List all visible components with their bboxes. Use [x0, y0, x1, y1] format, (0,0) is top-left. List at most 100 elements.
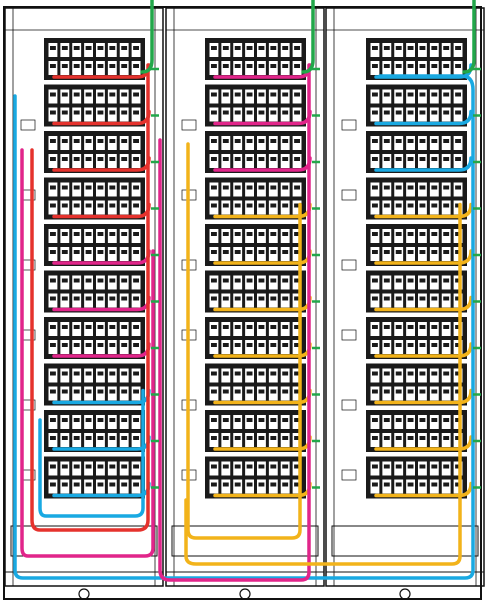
battery-terminal — [395, 343, 402, 347]
battery-terminal — [282, 185, 289, 190]
battery-shelf — [366, 224, 467, 266]
green-feed-wire-icon — [140, 0, 154, 74]
battery-terminal — [222, 371, 229, 376]
battery-terminal — [270, 436, 277, 440]
cabinet-feet — [78, 588, 411, 600]
battery-terminal — [383, 296, 390, 301]
battery-terminal — [395, 296, 402, 301]
battery-terminal — [372, 203, 378, 208]
shelf-cable-cyan — [374, 109, 473, 126]
battery-terminal — [211, 464, 217, 469]
battery-terminal — [222, 185, 229, 190]
battery-terminal — [222, 278, 229, 283]
battery-terminal — [234, 64, 241, 68]
battery-terminal — [211, 278, 217, 283]
battery-terminal — [73, 278, 80, 283]
battery-terminal — [234, 418, 241, 422]
battery-terminal — [97, 203, 104, 208]
battery-terminal — [372, 464, 378, 469]
battery-terminal — [383, 371, 390, 376]
battery-terminal — [419, 296, 426, 301]
battery-terminal — [222, 418, 229, 422]
battery-terminal — [97, 296, 104, 301]
battery-terminal — [443, 46, 450, 50]
battery-terminal — [258, 325, 265, 329]
battery-terminal — [61, 185, 68, 190]
green-feed-wire-icon — [301, 0, 315, 74]
battery-terminal — [270, 185, 277, 190]
battery-terminal — [133, 371, 139, 376]
battery-terminal — [211, 46, 217, 50]
battery-terminal — [282, 110, 289, 115]
battery-terminal — [372, 436, 378, 440]
battery-terminal — [222, 203, 229, 208]
battery-terminal — [109, 296, 116, 301]
circle-foot-icon — [399, 588, 411, 600]
battery-terminal — [50, 64, 56, 68]
cable-routes — [13, 0, 481, 582]
battery-terminal — [282, 389, 289, 394]
battery-terminal — [395, 64, 402, 68]
battery-terminal — [50, 418, 56, 422]
battery-terminal — [258, 92, 265, 97]
battery-terminal — [431, 92, 438, 97]
battery-terminal — [258, 464, 265, 469]
battery-terminal — [234, 371, 241, 376]
battery-terminal — [50, 250, 56, 254]
battery-terminal — [419, 92, 426, 97]
battery-terminal — [109, 92, 116, 97]
battery-terminal — [50, 343, 56, 347]
battery-terminal — [61, 203, 68, 208]
battery-terminal — [246, 64, 253, 68]
battery-terminal — [294, 482, 300, 487]
battery-terminal — [431, 232, 438, 236]
battery-terminal — [109, 464, 116, 469]
battery-terminal — [407, 278, 414, 283]
battery-terminal — [133, 157, 139, 161]
battery-terminal — [222, 232, 229, 236]
battery-shelf — [44, 177, 145, 220]
battery-terminal — [73, 203, 80, 208]
battery-terminal — [234, 203, 241, 208]
battery-terminal — [407, 343, 414, 347]
battery-terminal — [109, 157, 116, 161]
battery-terminal — [419, 250, 426, 254]
battery-terminal — [395, 418, 402, 422]
battery-terminal — [431, 418, 438, 422]
battery-terminal — [282, 418, 289, 422]
battery-terminal — [133, 325, 139, 329]
battery-shelf — [44, 363, 145, 406]
battery-terminal — [211, 343, 217, 347]
battery-terminal — [109, 436, 116, 440]
battery-terminal — [121, 250, 128, 254]
battery-terminal — [419, 371, 426, 376]
battery-terminal — [211, 203, 217, 208]
battery-terminal — [109, 185, 116, 190]
battery-terminal — [395, 139, 402, 143]
battery-terminal — [97, 371, 104, 376]
yellow-middle-cable — [186, 142, 302, 540]
circle-foot-icon — [239, 588, 251, 600]
battery-terminal — [395, 92, 402, 97]
battery-terminal — [395, 278, 402, 283]
battery-terminal — [50, 203, 56, 208]
battery-terminal — [431, 296, 438, 301]
battery-terminal — [407, 92, 414, 97]
battery-terminal — [395, 185, 402, 190]
battery-terminal — [294, 464, 300, 469]
battery-terminal — [61, 92, 68, 97]
battery-terminal — [455, 46, 461, 50]
battery-shelf — [205, 317, 306, 359]
battery-terminal — [246, 418, 253, 422]
battery-terminal — [395, 110, 402, 115]
terminal-block — [341, 259, 357, 271]
battery-terminal — [270, 64, 277, 68]
cabinet-base-panel — [331, 525, 479, 557]
battery-terminal — [73, 464, 80, 469]
battery-terminal — [407, 371, 414, 376]
battery-terminal — [97, 64, 104, 68]
battery-terminal — [270, 343, 277, 347]
battery-terminal — [270, 296, 277, 301]
battery-terminal — [133, 110, 139, 115]
battery-terminal — [85, 436, 92, 440]
